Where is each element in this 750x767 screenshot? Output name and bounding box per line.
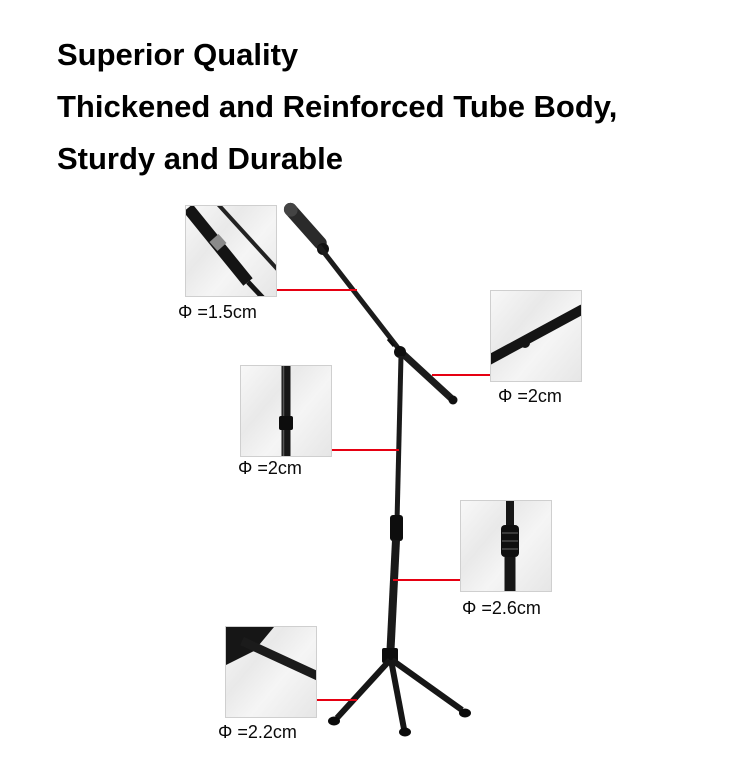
boom-arm-upper (317, 244, 404, 355)
dim-label-boom-arm: Φ =2cm (498, 386, 562, 406)
boom-arm-detail (491, 304, 581, 365)
connector-upper-pole (332, 449, 399, 451)
connector-boom-tip (277, 289, 357, 291)
connector-tripod-leg (315, 699, 357, 701)
lower-pole (386, 539, 400, 661)
boom-pivot-knob (394, 346, 406, 358)
tripod-leg-front (388, 659, 407, 730)
heading-line-2: Thickened and Reinforced Tube Body, (57, 89, 618, 124)
lower-pole-detail (501, 501, 519, 591)
tripod-foot-left (328, 716, 340, 726)
boom-end-cap (448, 395, 458, 405)
callout-inset-boom-arm (490, 290, 582, 382)
tripod-leg-right (390, 657, 464, 713)
tripod-foot-front (399, 727, 411, 737)
dim-label-boom-tip: Φ =1.5cm (178, 302, 257, 322)
connector-lower-pole (393, 579, 460, 581)
callout-inset-upper-pole (240, 365, 332, 457)
pivot-handle (386, 338, 396, 347)
connector-boom-arm (432, 374, 490, 376)
microphone (283, 202, 327, 250)
height-clutch (390, 515, 403, 541)
heading-line-1: Superior Quality (57, 37, 299, 72)
callout-inset-lower-pole (460, 500, 552, 592)
boom-arm-tail (399, 350, 455, 402)
upper-pole-detail (279, 366, 293, 456)
heading-line-3: Sturdy and Durable (57, 141, 343, 176)
dim-label-tripod-leg: Φ =2.2cm (218, 722, 297, 742)
callout-inset-boom-tip (185, 205, 277, 297)
tripod-leg-detail (226, 627, 316, 681)
tripod-leg-left (334, 657, 393, 721)
dim-label-upper-pole: Φ =2cm (238, 458, 302, 478)
heading-block: Superior Quality Thickened and Reinforce… (57, 38, 617, 194)
callout-inset-tripod-leg (225, 626, 317, 718)
boom-tip-detail (186, 206, 276, 296)
dim-label-lower-pole: Φ =2.6cm (462, 598, 541, 618)
upper-pole (394, 355, 404, 523)
tripod-foot-right (459, 708, 471, 718)
